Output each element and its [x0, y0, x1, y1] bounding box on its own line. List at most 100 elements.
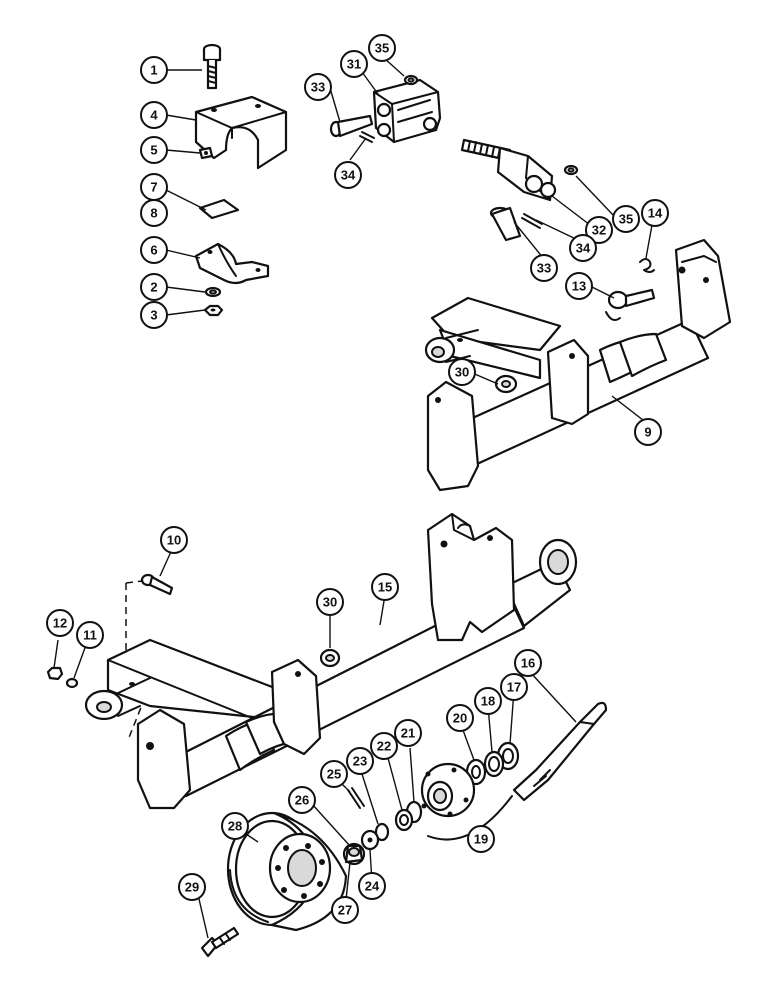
svg-text:9: 9: [644, 425, 651, 440]
bearing-cup: [394, 808, 414, 832]
bearing-race: [483, 750, 505, 778]
callout-34-upper: 34: [334, 161, 362, 189]
svg-text:10: 10: [167, 533, 181, 548]
svg-text:32: 32: [592, 223, 606, 238]
callout-19: 19: [467, 825, 495, 853]
axle-nut: [46, 666, 64, 681]
callout-26: 26: [288, 786, 316, 814]
clamp-block: [194, 95, 288, 170]
svg-text:34: 34: [341, 168, 356, 183]
leader-lines: [53, 57, 653, 939]
clevis-pin-upper: [329, 114, 374, 138]
clamp-assembly: [194, 43, 288, 317]
callout-14: 14: [641, 199, 669, 227]
clamp-nut: [203, 304, 224, 317]
svg-text:26: 26: [295, 793, 309, 808]
svg-text:25: 25: [327, 767, 341, 782]
svg-text:1: 1: [150, 63, 157, 78]
callout-22: 22: [370, 732, 398, 760]
callout-16: 16: [514, 649, 542, 677]
svg-text:33: 33: [311, 80, 325, 95]
callout-2: 2: [140, 273, 168, 301]
callout-35-lower: 35: [612, 205, 640, 233]
svg-text:5: 5: [150, 143, 157, 158]
svg-text:19: 19: [474, 832, 488, 847]
yoke-bracket: [372, 78, 442, 144]
svg-text:17: 17: [507, 680, 521, 695]
axle-frame-upper: [424, 238, 732, 492]
axle-washer: [65, 677, 79, 689]
callout-32: 32: [585, 216, 613, 244]
spring-pin-upper: [359, 131, 375, 143]
svg-text:7: 7: [150, 180, 157, 195]
wheel-bolt: [200, 926, 240, 958]
callout-15: 15: [371, 573, 399, 601]
callout-18: 18: [474, 687, 502, 715]
callout-12: 12: [46, 609, 74, 637]
svg-text:22: 22: [377, 739, 391, 754]
callout-11: 11: [76, 621, 104, 649]
dust-cap: [342, 842, 366, 866]
callout-20: 20: [446, 704, 474, 732]
callout-7: 7: [140, 173, 168, 201]
svg-text:34: 34: [576, 241, 591, 256]
callout-30-upper: 30: [448, 358, 476, 386]
clamp-bolt: [202, 43, 222, 90]
callout-8: 8: [140, 199, 168, 227]
axle-frame-lower: [46, 512, 578, 810]
svg-text:2: 2: [150, 280, 157, 295]
callout-25: 25: [320, 760, 348, 788]
spindle: [512, 701, 608, 802]
grease-fitting: [198, 146, 214, 160]
svg-text:24: 24: [365, 879, 380, 894]
callout-10: 10: [160, 526, 188, 554]
callout-34-lower: 34: [569, 234, 597, 262]
svg-text:21: 21: [401, 726, 415, 741]
callout-30-lower: 30: [316, 588, 344, 616]
svg-text:15: 15: [378, 580, 392, 595]
svg-text:23: 23: [353, 754, 367, 769]
svg-text:20: 20: [453, 711, 467, 726]
callout-6: 6: [140, 236, 168, 264]
lock-washer: [204, 286, 222, 298]
svg-text:4: 4: [150, 108, 158, 123]
svg-text:29: 29: [185, 880, 199, 895]
svg-text:31: 31: [347, 57, 361, 72]
svg-text:3: 3: [150, 308, 157, 323]
svg-text:30: 30: [323, 595, 337, 610]
spring-pin-lower: [521, 213, 543, 229]
svg-text:6: 6: [150, 243, 157, 258]
callout-31: 31: [340, 50, 368, 78]
svg-text:18: 18: [481, 694, 495, 709]
wheel-hub: [420, 762, 476, 818]
callouts: 1 2 3 4 5 6 7 8 9 10 11 12 13 14 15 16 1…: [46, 34, 669, 924]
svg-text:16: 16: [521, 656, 535, 671]
clevis-pin-lower: [489, 206, 522, 242]
callout-27: 27: [331, 896, 359, 924]
svg-text:12: 12: [53, 616, 67, 631]
svg-text:27: 27: [338, 903, 352, 918]
callout-1: 1: [140, 56, 168, 84]
washer-right: [563, 164, 579, 176]
callout-35-upper: 35: [368, 34, 396, 62]
callout-13: 13: [565, 272, 593, 300]
svg-text:30: 30: [455, 365, 469, 380]
clamp-strap: [194, 242, 270, 285]
svg-text:33: 33: [537, 261, 551, 276]
callout-33-lower: 33: [530, 254, 558, 282]
callout-5: 5: [140, 136, 168, 164]
washer-upper: [403, 74, 419, 86]
callout-28: 28: [221, 812, 249, 840]
svg-text:13: 13: [572, 279, 586, 294]
threaded-adjuster: [460, 138, 557, 202]
svg-text:11: 11: [83, 628, 97, 643]
callout-23: 23: [346, 747, 374, 775]
axle-bolt: [140, 573, 174, 596]
callout-29: 29: [178, 873, 206, 901]
spindle-washer: [374, 822, 390, 842]
hub-wheel-assembly: [200, 701, 608, 958]
callout-3: 3: [140, 301, 168, 329]
callout-9: 9: [634, 418, 662, 446]
cotter-pin: [347, 787, 365, 809]
